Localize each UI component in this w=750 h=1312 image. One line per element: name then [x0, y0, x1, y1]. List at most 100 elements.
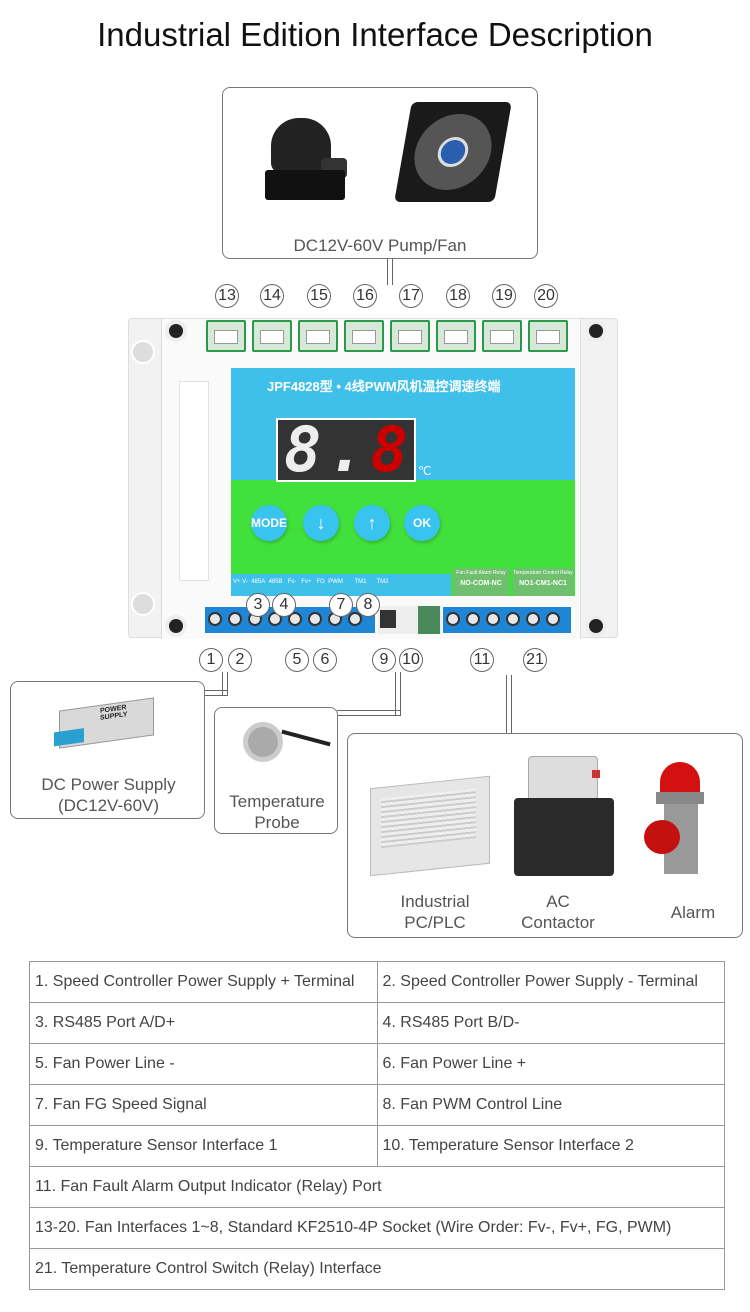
interface-table: 1. Speed Controller Power Supply + Termi…: [29, 961, 725, 1290]
terminal-label: 485B: [268, 579, 283, 585]
port-number: 11: [470, 648, 494, 672]
terminal-label: 485A: [251, 579, 266, 585]
ac-contactor-image: [508, 756, 618, 876]
port-number: 7: [329, 593, 353, 617]
port-number: 1: [199, 648, 223, 672]
connector-line: [506, 675, 512, 733]
relay-title: Temperature Control Relay: [513, 570, 573, 576]
relay-title: Fan Fault Alarm Relay: [456, 570, 506, 576]
pump-fan-label: DC12V-60V Pump/Fan: [293, 236, 467, 255]
port-number: 9: [372, 648, 396, 672]
temp-relay-label: Temperature Control Relay NO1-CM1-NC1: [513, 568, 573, 596]
table-cell: 4. RS485 Port B/D-: [376, 1002, 725, 1044]
industrial-pc-image: [370, 775, 490, 877]
probe-label: Temperature Probe: [215, 791, 339, 833]
terminal-label: TM2: [376, 579, 389, 585]
table-cell: 6. Fan Power Line +: [376, 1043, 725, 1085]
terminal-label: V+: [233, 579, 241, 585]
terminal-label: Fv-: [287, 579, 297, 585]
mount-hole: [585, 615, 607, 637]
table-cell: 10. Temperature Sensor Interface 2: [376, 1125, 725, 1167]
caption-line: Temperature: [229, 792, 325, 811]
terminal-label: FG: [316, 579, 325, 585]
pump-fan-box: DC12V-60V Pump/Fan: [222, 87, 538, 259]
fan-socket-2: [252, 320, 292, 352]
terminal-block-right: [443, 607, 571, 633]
page-title: Industrial Edition Interface Description: [97, 16, 653, 53]
port-number: 19: [492, 284, 516, 308]
port-number: 14: [260, 284, 284, 308]
alarm-image: [644, 762, 718, 892]
mount-hole: [165, 615, 187, 637]
fault-relay-label: Fan Fault Alarm Relay NO-COM-NC: [453, 568, 509, 596]
connector-line: [387, 259, 393, 285]
port-number: 3: [246, 593, 270, 617]
caption-line: Contactor: [521, 913, 595, 932]
table-cell: 3. RS485 Port A/D+: [29, 1002, 378, 1044]
terminal-label: PWM: [328, 579, 343, 585]
table-cell: 2. Speed Controller Power Supply - Termi…: [376, 961, 725, 1003]
table-row: 13-20. Fan Interfaces 1~8, Standard KF25…: [29, 1207, 725, 1249]
up-button[interactable]: ↑: [354, 505, 390, 541]
output-devices-box: Industrial PC/PLC AC Contactor Alarm: [347, 733, 743, 938]
terminal-block-left: [205, 607, 375, 633]
table-cell: 7. Fan FG Speed Signal: [29, 1084, 378, 1126]
port-number: 20: [534, 284, 558, 308]
port-number: 18: [446, 284, 470, 308]
port-number: 2: [228, 648, 252, 672]
table-cell: 13-20. Fan Interfaces 1~8, Standard KF25…: [29, 1207, 725, 1249]
port-number: 16: [353, 284, 377, 308]
table-row: 5. Fan Power Line -6. Fan Power Line +: [29, 1043, 725, 1085]
power-supply-box: POWER SUPPLY DC Power Supply (DC12V-60V): [10, 681, 205, 819]
terminal-label: TM1: [354, 579, 367, 585]
port-number: 8: [356, 593, 380, 617]
terminal-label: V-: [242, 579, 248, 585]
pc-label: Industrial PC/PLC: [370, 891, 500, 933]
front-panel: JPF4828型 • 4线PWM风机温控调速终端 8.8.8. ℃ Fan Fa…: [231, 368, 575, 596]
relay-pins: NO1-CM1-NC1: [519, 580, 567, 587]
table-row: 3. RS485 Port A/D+4. RS485 Port B/D-: [29, 1002, 725, 1044]
unit-label: ℃: [418, 464, 432, 478]
fan-socket-4: [344, 320, 384, 352]
fan-socket-7: [482, 320, 522, 352]
table-cell: 21. Temperature Control Switch (Relay) I…: [29, 1248, 725, 1290]
down-button[interactable]: ↓: [303, 505, 339, 541]
port-number: 15: [307, 284, 331, 308]
ok-button[interactable]: OK: [404, 505, 440, 541]
port-number: 6: [313, 648, 337, 672]
connector-line: [204, 690, 228, 696]
table-cell: 9. Temperature Sensor Interface 1: [29, 1125, 378, 1167]
mount-hole: [585, 320, 607, 342]
caption-line: Probe: [254, 813, 300, 832]
port-number: 21: [523, 648, 547, 672]
contactor-label: AC Contactor: [498, 891, 618, 933]
port-number: 5: [285, 648, 309, 672]
port-number: 4: [272, 593, 296, 617]
power-supply-image: POWER SUPPLY: [54, 697, 154, 749]
table-cell: 1. Speed Controller Power Supply + Termi…: [29, 961, 378, 1003]
caption-line: DC Power Supply: [41, 775, 176, 794]
mode-button[interactable]: MODE: [251, 505, 287, 541]
port-number: 10: [399, 648, 423, 672]
pump-image: [261, 108, 351, 208]
power-supply-label: POWER SUPPLY: [100, 704, 128, 722]
led-display: 8.8.8.: [276, 418, 416, 482]
port-number: 13: [215, 284, 239, 308]
port-number: 17: [399, 284, 423, 308]
digit: 8.: [284, 418, 371, 482]
connector-line: [222, 672, 228, 696]
table-row: 21. Temperature Control Switch (Relay) I…: [29, 1248, 725, 1290]
fan-socket-1: [206, 320, 246, 352]
caption-line: (DC12V-60V): [57, 796, 160, 815]
fan-socket-5: [390, 320, 430, 352]
caption-line: AC: [546, 892, 570, 911]
alarm-label: Alarm: [670, 903, 716, 922]
model-title: JPF4828型 • 4线PWM风机温控调速终端: [267, 379, 501, 394]
table-cell: 8. Fan PWM Control Line: [376, 1084, 725, 1126]
fan-socket-3: [298, 320, 338, 352]
terminal-label: Fv+: [301, 579, 312, 585]
caption-line: Industrial: [400, 892, 470, 911]
fan-image: [394, 102, 512, 202]
